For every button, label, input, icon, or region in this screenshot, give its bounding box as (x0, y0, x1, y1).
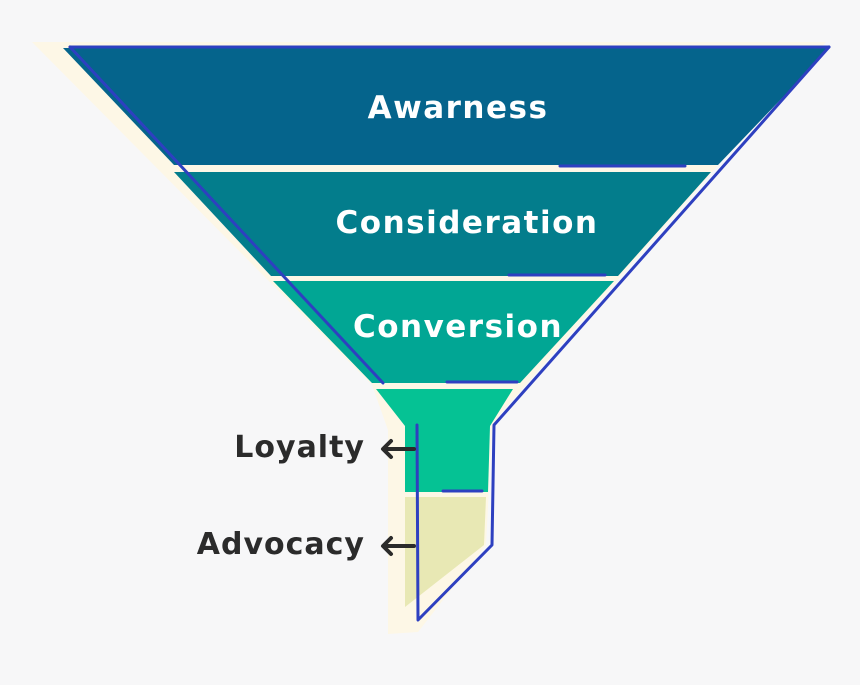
funnel-stage-consideration (174, 172, 711, 276)
stage-label-awareness: Awarness (368, 90, 549, 126)
side-label-loyalty: Loyalty (234, 430, 365, 465)
funnel-stage-loyalty (376, 389, 513, 492)
funnel-stage-advocacy (405, 497, 486, 607)
funnel-stage-awareness (63, 48, 830, 165)
sketch-outline (68, 45, 831, 622)
side-label-advocacy: Advocacy (197, 527, 365, 562)
stage-label-consideration: Consideration (336, 205, 599, 241)
stage-label-conversion: Conversion (353, 309, 563, 345)
outline-right-edge (415, 45, 831, 622)
arrow-left-icon (381, 536, 416, 556)
arrow-left-icon (381, 439, 416, 459)
outline-left-edge (68, 45, 385, 385)
